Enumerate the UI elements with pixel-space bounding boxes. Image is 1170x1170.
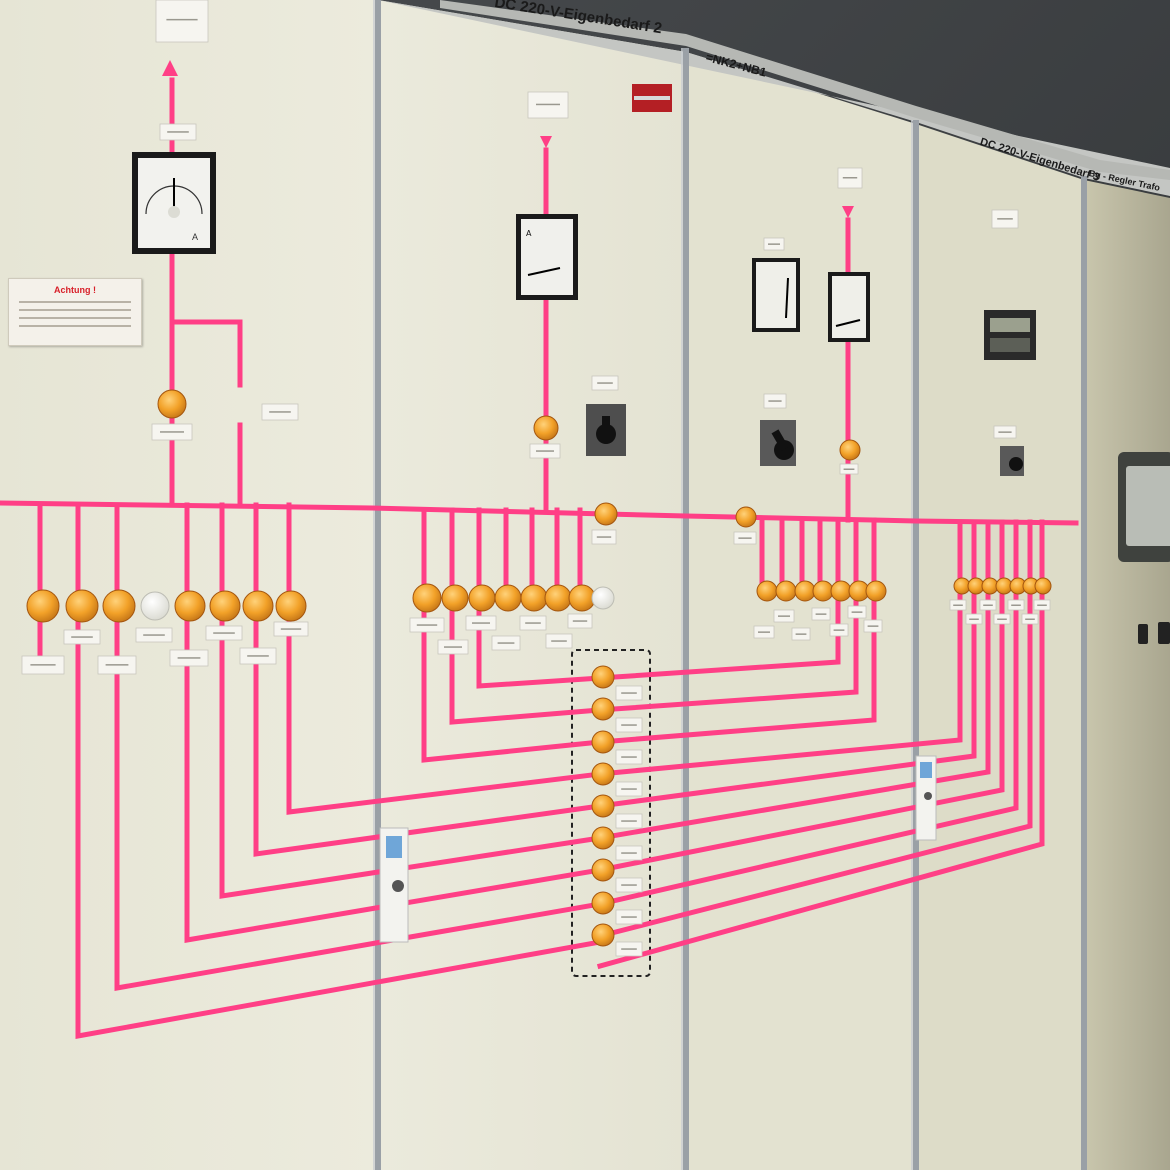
- cabinet-panel-3: [686, 52, 916, 1170]
- lamp-column-6[interactable]: [591, 858, 615, 882]
- return-p3-0: [597, 597, 841, 681]
- busbar-wires: [0, 77, 1079, 1039]
- test-device-2: [915, 755, 937, 841]
- lamp-row2-5[interactable]: [544, 584, 572, 612]
- lamp-column-7[interactable]: [591, 891, 615, 915]
- lamp-row2-4[interactable]: [520, 584, 548, 612]
- lamp-column-4[interactable]: [591, 794, 615, 818]
- test-device-1: [379, 827, 409, 943]
- lamp-feeder-2[interactable]: [533, 415, 559, 441]
- ammeter-unit: A: [192, 232, 199, 242]
- warning-sign: Achtung !: [8, 278, 142, 346]
- return-p2-2: [476, 607, 603, 689]
- rotary-switch-1: [586, 404, 626, 456]
- return-p1-5: [253, 607, 603, 857]
- push-button-2: [1158, 622, 1170, 644]
- return-p1-4: [219, 607, 603, 899]
- lamp-row2-1[interactable]: [441, 584, 469, 612]
- lamp-row1-7[interactable]: [275, 590, 307, 622]
- lamp-column-1[interactable]: [591, 697, 615, 721]
- lamp-row1-3[interactable]: [140, 591, 170, 621]
- indicator-lamps: [26, 389, 1052, 947]
- return-p4-6: [596, 593, 1045, 970]
- lamp-row2-2[interactable]: [468, 584, 496, 612]
- lamp-bus-2[interactable]: [735, 506, 757, 528]
- return-p4-0: [597, 593, 963, 777]
- arrow-up-icon: [162, 60, 178, 76]
- return-p3-1: [597, 597, 859, 713]
- lamp-column-8[interactable]: [591, 923, 615, 947]
- arrow-down-icon: [540, 136, 552, 148]
- lamp-row2-7[interactable]: [591, 586, 615, 610]
- push-button-1: [1138, 624, 1148, 644]
- dashed-box: [571, 649, 651, 977]
- lamp-column-2[interactable]: [591, 730, 615, 754]
- lamp-bus-1[interactable]: [594, 502, 618, 526]
- lamp-row3-6[interactable]: [865, 580, 887, 602]
- lamp-row3-3[interactable]: [812, 580, 834, 602]
- lamp-feeder-3[interactable]: [839, 439, 861, 461]
- digital-display: [984, 310, 1036, 360]
- cabinet-panel-5: [1084, 180, 1170, 1170]
- return-p4-3: [597, 593, 1005, 873]
- return-p4-4: [597, 593, 1019, 907]
- lamp-feeder-1[interactable]: [157, 389, 187, 419]
- lamp-row1-4[interactable]: [174, 590, 206, 622]
- return-p2-0: [421, 607, 603, 763]
- main-busbar: [0, 500, 1079, 526]
- lamp-column-3[interactable]: [591, 762, 615, 786]
- rotary-switch-3: [1000, 446, 1024, 476]
- lamp-row1-1[interactable]: [65, 589, 99, 623]
- svg-text:A: A: [526, 229, 532, 238]
- lamp-row3-0[interactable]: [756, 580, 778, 602]
- meter-4: [828, 272, 870, 342]
- return-p1-2: [114, 607, 603, 991]
- return-p4-5: [596, 593, 1033, 940]
- return-p3-2: [597, 597, 877, 745]
- lamp-column-0[interactable]: [591, 665, 615, 689]
- lamp-row2-6[interactable]: [568, 584, 596, 612]
- panel-seams: [375, 0, 1087, 1170]
- lamp-row4-6[interactable]: [1034, 577, 1052, 595]
- rotary-switch-2: [760, 420, 796, 466]
- voltmeter-2: A: [516, 214, 578, 300]
- panel-window: [1118, 452, 1170, 562]
- return-p1-1: [75, 607, 603, 1039]
- lamp-row1-2[interactable]: [102, 589, 136, 623]
- return-p4-2: [597, 593, 991, 841]
- return-p4-1: [597, 593, 977, 809]
- lamp-row1-5[interactable]: [209, 590, 241, 622]
- feeder-1-loop: [169, 319, 243, 506]
- lamp-row2-0[interactable]: [412, 583, 442, 613]
- header-strip: [378, 0, 1170, 196]
- lamp-row3-4[interactable]: [830, 580, 852, 602]
- return-p1-6: [286, 607, 603, 815]
- ammeter-1: [132, 152, 216, 254]
- terminal-label-0: [155, 0, 209, 43]
- lamp-row1-0[interactable]: [26, 589, 60, 623]
- lamp-row3-1[interactable]: [775, 580, 797, 602]
- arrow-down-icon-2: [842, 206, 854, 218]
- warning-title: Achtung !: [54, 285, 96, 295]
- lamp-row1-6[interactable]: [242, 590, 274, 622]
- lamp-column-5[interactable]: [591, 826, 615, 850]
- lamp-row3-2[interactable]: [794, 580, 816, 602]
- return-p1-3: [184, 607, 603, 943]
- lamp-row2-3[interactable]: [494, 584, 522, 612]
- meter-3: [752, 258, 800, 332]
- terminal-labels: [21, 0, 1051, 957]
